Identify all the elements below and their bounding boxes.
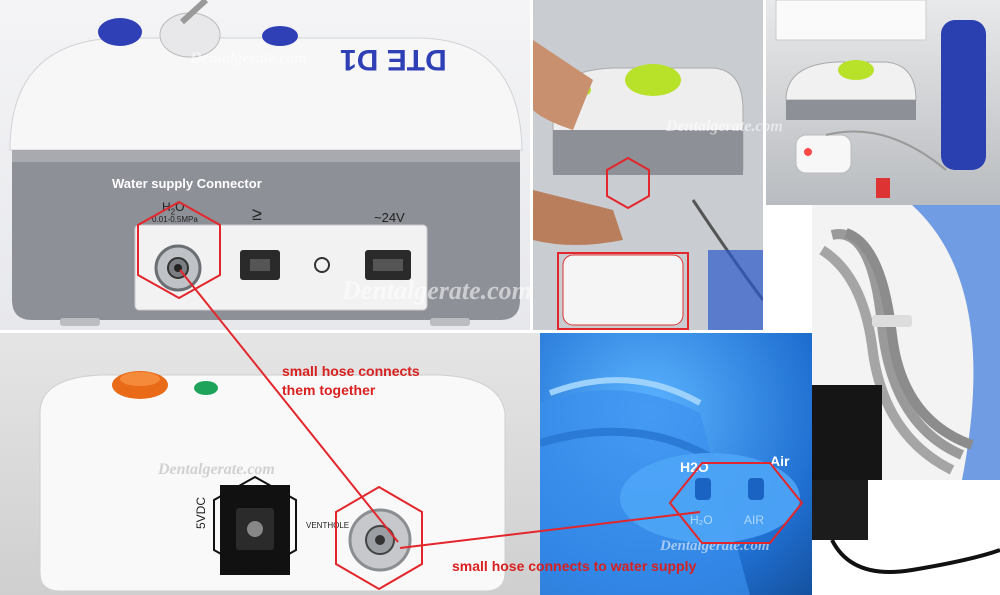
annotation-hexagon [137,200,221,300]
annotation-hexagon [213,475,297,575]
bottle-air-label: Air [770,453,790,469]
dc-label: 5VDC [194,496,208,529]
water-supply-label: Water supply Connector [112,176,262,191]
annotation-box [557,252,689,330]
watermark: Dentalgerate.com [190,50,307,67]
annotation-hexagon [606,156,650,210]
voltage-label: ~24V [374,210,405,225]
photo-hands-connecting [533,0,763,330]
hose-coil-illustration [812,205,1000,480]
unit-bottle-illustration [775,0,986,198]
annotation-hexagon [335,485,423,591]
ground-symbol: ≥ [252,204,262,224]
brand-label: DTE D1 [340,43,447,76]
hose-together-label: small hose connects them together [282,363,420,398]
power-cable-illustration [812,480,1000,574]
connecting-scene-illustration [533,0,763,330]
bottle-embossed-air: AIR [744,513,765,527]
annotation-hexagon [668,462,804,544]
h2o-label: H2O [162,200,185,217]
hose-supply-label: small hose connects to water supply [452,558,697,574]
photo-power-cable [812,480,1000,595]
photo-grey-hose [812,205,1000,480]
pressure-label: 0.01-0.5MPa [152,215,198,224]
watermark: Dentalgerate.com [666,118,783,135]
photo-water-supply-box: 5VDC VENTHOLE Dentalgerate.com [0,333,540,595]
photo-blue-bottle: H2O Air H₂O AIR Dentalgerate.com [540,333,812,595]
watermark-center: Dentalgerate.com [342,276,532,305]
photo-unit-with-bottle [766,0,1000,205]
